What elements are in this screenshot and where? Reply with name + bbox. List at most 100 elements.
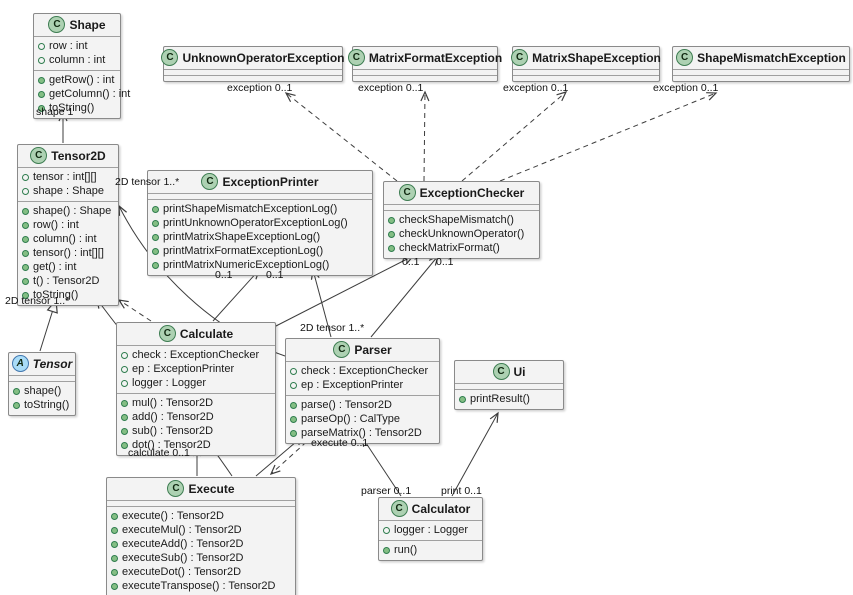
class-title: C MatrixFormatException (347, 47, 502, 69)
class-icon: C (347, 49, 365, 66)
member-text: run() (394, 544, 418, 556)
class-member: check : ExceptionChecker (290, 364, 435, 378)
method-visibility-icon (22, 235, 29, 243)
edge-tensor-generalization (39, 298, 58, 352)
class-icon: C (161, 49, 179, 66)
attributes-compartment (673, 69, 849, 75)
member-text: row() : int (33, 219, 79, 231)
attributes-compartment (384, 204, 539, 210)
class-icon: C (492, 363, 510, 380)
class-title: C Execute (107, 478, 295, 500)
field-visibility-icon (290, 367, 297, 375)
method-visibility-icon (152, 261, 159, 269)
class-icon: C (333, 341, 351, 358)
field-visibility-icon (22, 187, 29, 195)
attributes-compartment (9, 375, 75, 381)
abstract-class-icon: A (11, 355, 29, 372)
class-title: C Ui (455, 361, 563, 383)
class-member: logger : Logger (121, 376, 271, 390)
member-text: sub() : Tensor2D (132, 425, 214, 437)
member-text: checkUnknownOperator() (399, 228, 525, 240)
class-member: column : int (38, 53, 116, 67)
class-member: checkUnknownOperator() (388, 227, 535, 241)
member-text: executeDot() : Tensor2D (122, 566, 242, 578)
class-member: checkShapeMismatch() (388, 213, 535, 227)
class-member: row() : int (22, 218, 114, 232)
class-icon: C (511, 49, 529, 66)
member-text: execute() : Tensor2D (122, 510, 224, 522)
member-text: checkMatrixFormat() (399, 242, 500, 254)
class-name: ExceptionChecker (419, 185, 525, 200)
class-title: C MatrixShapeException (511, 47, 661, 69)
edge-calculate-checker (273, 255, 415, 328)
member-text: executeMul() : Tensor2D (122, 524, 242, 536)
method-visibility-icon (152, 247, 159, 255)
class-icon: C (158, 325, 176, 342)
method-visibility-icon (290, 415, 297, 423)
class-member: execute() : Tensor2D (111, 509, 291, 523)
method-visibility-icon (121, 427, 128, 435)
class-name: Shape (69, 17, 106, 32)
methods-compartment: shape()toString() (9, 381, 75, 415)
member-text: check : ExceptionChecker (301, 365, 429, 377)
edge-calculator-parser (361, 435, 402, 497)
method-visibility-icon (22, 277, 29, 285)
methods-compartment (164, 75, 342, 81)
field-visibility-icon (121, 365, 128, 373)
class-name: Tensor2D (51, 148, 106, 163)
methods-compartment (673, 75, 849, 81)
class-member: check : ExceptionChecker (121, 348, 271, 362)
class-title: A Tensor (9, 353, 75, 375)
member-text: mul() : Tensor2D (132, 397, 214, 409)
multiplicity-label: 0..1 (402, 256, 420, 268)
class-name: ShapeMismatchException (697, 50, 846, 65)
member-text: printMatrixShapeExceptionLog() (163, 231, 321, 243)
class-tensor: A Tensor shape()toString() (8, 352, 76, 416)
class-icon: C (167, 480, 185, 497)
member-text: printShapeMismatchExceptionLog() (163, 203, 338, 215)
member-text: toString() (24, 399, 70, 411)
attributes-compartment (455, 383, 563, 389)
class-member: logger : Logger (383, 523, 478, 537)
methods-compartment: printShapeMismatchExceptionLog()printUnk… (148, 199, 372, 275)
member-text: printResult() (470, 393, 530, 405)
member-text: getColumn() : int (49, 88, 131, 100)
member-text: tensor : int[][] (33, 171, 97, 183)
class-member: executeDot() : Tensor2D (111, 565, 291, 579)
class-icon: C (201, 173, 219, 190)
edge-checker-matrixshapeexception (461, 91, 568, 182)
multiplicity-label: 0..1 (266, 269, 284, 281)
class-name: Execute (188, 481, 235, 496)
method-visibility-icon (111, 526, 118, 534)
class-title: C Parser (286, 339, 439, 361)
class-member: row : int (38, 39, 116, 53)
method-visibility-icon (388, 230, 395, 238)
member-text: add() : Tensor2D (132, 411, 214, 423)
multiplicity-label: exception 0..1 (227, 82, 293, 94)
member-text: column : int (49, 54, 106, 66)
member-text: printMatrixFormatExceptionLog() (163, 245, 324, 257)
class-ui: C Ui printResult() (454, 360, 564, 410)
member-text: parseMatrix() : Tensor2D (301, 427, 422, 439)
class-member: printShapeMismatchExceptionLog() (152, 202, 368, 216)
method-visibility-icon (383, 546, 390, 554)
class-icon: C (48, 16, 66, 33)
field-visibility-icon (38, 42, 45, 50)
class-name: Ui (513, 364, 526, 379)
class-name: ExceptionPrinter (222, 174, 319, 189)
class-member: printMatrixShapeExceptionLog() (152, 230, 368, 244)
member-text: executeAdd() : Tensor2D (122, 538, 244, 550)
class-member: printUnknownOperatorExceptionLog() (152, 216, 368, 230)
class-member: shape : Shape (22, 184, 114, 198)
class-title: C Shape (34, 14, 120, 36)
method-visibility-icon (22, 263, 29, 271)
edge-checker-matrixformatexception (420, 90, 430, 182)
field-visibility-icon (121, 351, 128, 359)
method-visibility-icon (22, 291, 29, 299)
method-visibility-icon (121, 399, 128, 407)
attributes-compartment (353, 69, 497, 75)
